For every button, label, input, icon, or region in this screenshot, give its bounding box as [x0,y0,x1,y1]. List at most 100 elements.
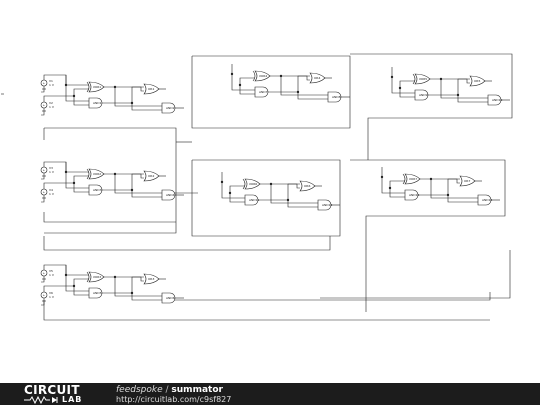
gate-label: OR4 [314,76,320,80]
wire [41,198,45,203]
wire [260,183,300,189]
and8-gate: AND8 [327,91,342,103]
author-link[interactable]: feedspoke [116,385,163,395]
junction-dot [130,101,134,105]
and3-gate: AND3 [88,184,103,196]
block-outline-4 [350,159,506,250]
or7-gate: OR7 [459,175,476,187]
junction-dot [446,193,450,197]
junction-dot [64,273,68,277]
voltage-source-5: +V51 V [40,269,55,280]
xor5-gate: XOR5 [412,73,431,85]
voltage-sources: +V11 V+V21 V+V31 V+V41 V+V51 V+V61 V [40,79,55,302]
gate-label: XOR6 [249,182,257,186]
or4-gate: OR4 [309,72,326,84]
wire [43,95,74,102]
wire [73,278,89,286]
junction-dot [113,172,117,176]
plus-sign: + [43,168,46,172]
gate-label: AND8 [332,95,341,99]
junction-dot [429,177,433,181]
or6-gate: OR6 [299,180,316,192]
wire [420,178,460,184]
voltage-source-3: +V31 V [40,166,55,177]
wire [65,275,89,292]
junction-dot [456,93,460,97]
title-separator: / [165,385,169,395]
or1-gate: OR1 [143,83,160,95]
wire [428,78,470,96]
wire [270,184,318,204]
wire [73,183,89,193]
wire [381,177,405,194]
source-id: V4 [49,188,53,192]
gate-label: AND14 [482,198,493,202]
wire [104,276,144,282]
wire [389,188,405,198]
gate-label: XOR7 [409,177,417,181]
gate-label: AND4 [166,193,175,197]
wire [447,195,478,203]
voltage-source-4: +V41 V [40,188,55,199]
wire [430,179,478,199]
junction-dot [380,175,384,179]
circuit-title: feedspoke / summator [116,385,223,395]
wire [102,173,144,191]
plus-sign: + [43,81,46,85]
and5-gate: AND5 [88,287,103,299]
wire [131,190,162,198]
footer-bar: CIRCUIT LAB feedspoke / summator http://… [0,383,540,405]
source-value: 1 V [49,170,55,174]
gate-label: AND6 [166,296,175,300]
plus-sign: + [43,103,46,107]
source-value: 1 V [49,295,55,299]
gate-label: OR2 [148,174,154,178]
and2-gate: AND2 [161,102,176,114]
wire [270,75,310,81]
junction-dot [64,170,68,174]
wire [114,277,162,297]
wire [280,76,328,96]
wires [1,64,510,321]
gate-label: AND10 [492,98,503,102]
and10-gate: AND10 [487,94,503,106]
wire [114,174,162,194]
junction-dot [398,86,402,90]
output-bus [162,292,491,301]
gate-label: XOR1 [93,85,101,89]
wire [102,276,144,294]
xor4-gate: XOR4 [252,70,271,82]
circuitlab-logo[interactable]: CIRCUIT LAB [24,384,100,404]
block-outline-3 [191,159,341,237]
junction-dot [130,188,134,192]
wire [231,74,255,91]
or3-gate: OR3 [143,273,160,285]
and1-gate: AND1 [88,97,103,109]
wire [65,85,89,102]
wire [73,286,89,296]
gate-label: AND3 [93,188,102,192]
and13-gate: AND13 [404,189,420,201]
wire [418,178,460,196]
wire [43,285,74,292]
gate-label: OR5 [474,79,480,83]
junction-dot [113,275,117,279]
source-id: V2 [49,101,53,105]
voltage-source-2: +V21 V [40,101,55,112]
block-outlines [43,53,513,312]
wire [41,89,45,93]
junction-dot [286,198,290,202]
xor3-gate: XOR3 [86,271,105,283]
xor2-gate: XOR2 [86,168,105,180]
circuit-url[interactable]: http://circuitlab.com/c9sf827 [116,395,232,404]
xor6-gate: XOR6 [242,178,261,190]
logo-resistor-icon [24,396,58,404]
wire [229,185,245,193]
wire [114,87,162,107]
junction-dot [269,182,273,186]
gate-label: OR7 [464,179,470,183]
wire [65,172,89,189]
block-outline-1 [191,55,351,129]
wire [391,77,415,94]
